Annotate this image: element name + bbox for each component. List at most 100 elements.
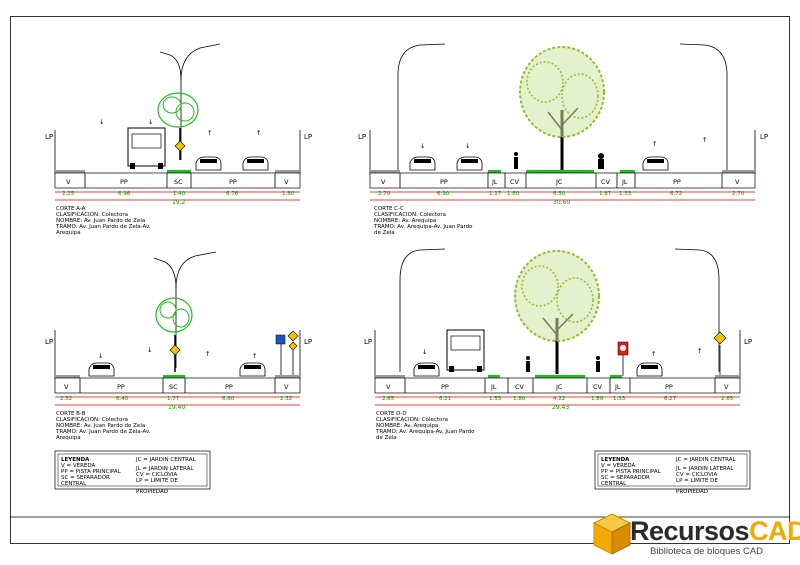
legend-entry: CV = CICLOVIA xyxy=(676,472,717,478)
street-lamp xyxy=(153,257,177,289)
sidewalk xyxy=(275,170,300,173)
dimension-value: 6.76 xyxy=(226,191,239,197)
section-d-d: LP LP ↓ ↑ ↑ xyxy=(364,248,752,441)
car xyxy=(413,362,440,377)
zone-label: PP xyxy=(229,178,237,186)
dimension-value: 2.70 xyxy=(732,191,745,197)
dimension-value: 6.60 xyxy=(222,396,235,402)
legend-entry: CV = CICLOVIA xyxy=(136,472,177,478)
direction-arrow: ↓ xyxy=(99,118,104,126)
sidewalk xyxy=(375,375,405,378)
car xyxy=(242,156,269,171)
zone-label: CV xyxy=(515,383,525,391)
zone-label: SC xyxy=(169,383,178,391)
brand-name-part2: CAD xyxy=(749,516,800,546)
zone-label: JL xyxy=(491,178,498,186)
legend-entry: SC = SEPARADOR xyxy=(601,475,650,481)
zone-label: PP xyxy=(120,178,128,186)
tree-foliage xyxy=(172,308,190,328)
zone-label: SC xyxy=(174,178,183,186)
sidewalk xyxy=(55,375,80,378)
traffic-sign xyxy=(174,140,186,152)
zone-label: V xyxy=(284,178,289,186)
sheet-frame xyxy=(10,16,790,544)
legend-title: LEYENDA xyxy=(601,457,630,463)
sidewalk xyxy=(722,170,755,173)
lateral-garden xyxy=(610,375,622,378)
direction-arrow: ↓ xyxy=(147,346,152,354)
direction-arrow: ↓ xyxy=(465,142,470,150)
median-grass xyxy=(163,375,185,378)
zone-label: V xyxy=(386,383,391,391)
section-a-a: LP LP ↓ ↓ ↑ ↑ V xyxy=(45,43,312,236)
lp-label: LP xyxy=(744,338,752,346)
lp-label: LP xyxy=(45,338,53,346)
section-title: CORTE D-D xyxy=(376,411,407,417)
zone-strip xyxy=(54,172,301,189)
street-lamp xyxy=(674,248,720,372)
total-width: 19.40 xyxy=(168,404,185,411)
car xyxy=(642,156,669,171)
pedestrian xyxy=(596,361,600,372)
dimension-value: 1.80 xyxy=(591,396,604,402)
direction-arrow: ↓ xyxy=(98,352,103,360)
dimension-value: 1.77 xyxy=(167,396,180,402)
direction-arrow: ↑ xyxy=(207,129,212,137)
section-classification: CLASIFICACION: Colectora xyxy=(56,417,128,423)
tree-foliage xyxy=(556,277,594,323)
car-window xyxy=(461,159,478,163)
car-window xyxy=(247,159,264,163)
dimension-value: 1.80 xyxy=(513,396,526,402)
section-b-b: LP LP ↓ ↓ ↑ ↑ V PP SC PP xyxy=(45,251,312,441)
zone-strip xyxy=(369,172,756,189)
zone-label: CV xyxy=(510,178,520,186)
zone-label: JL xyxy=(621,178,628,186)
legend-entry: V = VEREDA xyxy=(61,463,96,469)
central-garden xyxy=(526,170,594,173)
section-stretch: TRAMO: Av. Arequipa-Av. Juan Pardo xyxy=(375,429,475,435)
tree-foliage xyxy=(519,46,605,138)
sidewalk xyxy=(55,170,85,173)
lp-label: LP xyxy=(364,338,372,346)
zone-strip xyxy=(54,377,301,394)
cyclist xyxy=(598,153,604,159)
lp-label: LP xyxy=(304,338,312,346)
brand-name: RecursosCAD xyxy=(630,516,800,547)
bus-windshield xyxy=(131,133,162,149)
legend-right: LEYENDA V = VEREDA JC = JARDIN CENTRAL P… xyxy=(594,450,751,495)
direction-arrow: ↑ xyxy=(651,350,656,358)
section-stretch-cont: Arequipa xyxy=(56,435,81,441)
car-window xyxy=(641,365,658,369)
legend-inner-box xyxy=(597,453,748,487)
legend-entry: SC = SEPARADOR xyxy=(61,475,110,481)
total-width: 30.60 xyxy=(553,199,570,206)
direction-arrow: ↑ xyxy=(256,129,261,137)
bus-wheel xyxy=(449,366,454,372)
legend-entry: V = VEREDA xyxy=(601,463,636,469)
lp-label: LP xyxy=(358,133,366,141)
direction-arrow: ↑ xyxy=(652,140,657,148)
dimension-value: 2.32 xyxy=(280,396,292,402)
bus-stop-sign xyxy=(275,334,286,345)
sidewalk xyxy=(715,375,740,378)
bus-wheel xyxy=(158,163,163,169)
direction-arrow: ↑ xyxy=(205,350,210,358)
tree-foliage xyxy=(157,92,199,128)
brand-tagline: Biblioteca de bloques CAD xyxy=(650,546,764,557)
dimension-value: 1.33 xyxy=(613,396,626,402)
section-title: CORTE A-A xyxy=(56,206,86,212)
pedestrian xyxy=(596,356,600,360)
brand-name-part1: Recursos xyxy=(630,516,750,546)
zone-label: JC xyxy=(555,178,563,186)
street-lamp xyxy=(399,248,446,372)
legend-entry: CENTRAL xyxy=(61,481,87,487)
dimension-value: 1.80 xyxy=(282,191,295,197)
bus-wheel xyxy=(477,366,482,372)
section-name: NOMBRE: Av. Juan Pardo de Zela xyxy=(56,423,145,429)
traffic-sign xyxy=(287,330,299,342)
pedestrian xyxy=(526,361,530,372)
section-title: CORTE B-B xyxy=(56,411,86,417)
zone-label: V xyxy=(66,178,71,186)
cyclist xyxy=(598,159,604,169)
